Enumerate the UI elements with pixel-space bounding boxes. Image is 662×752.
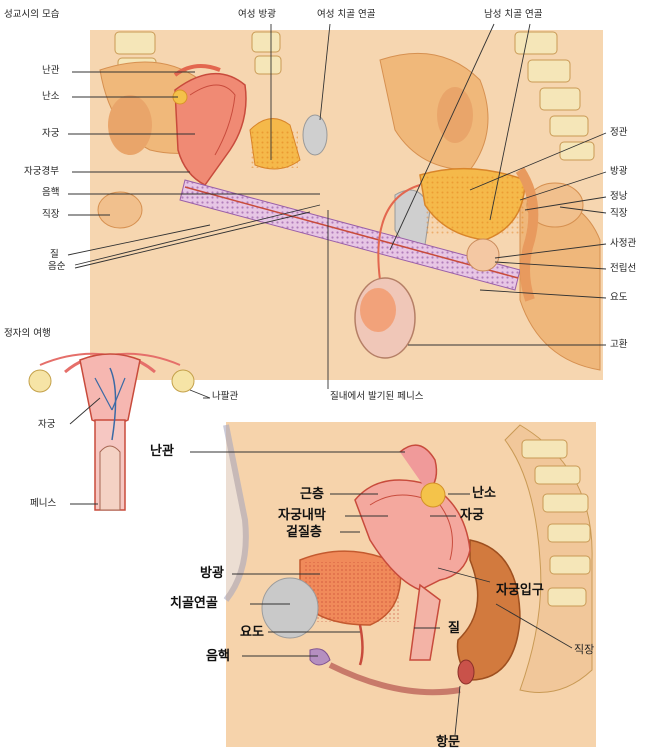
label-erect-penis: 질내에서 발기된 페니스 — [330, 391, 424, 402]
label-rectum-right: 직장 — [610, 208, 628, 219]
label-ejaculatory-duct: 사정관 — [610, 238, 637, 249]
bottom-panel — [223, 422, 596, 747]
label-myometrium: 근층 — [300, 487, 324, 502]
label-rectum-left: 직장 — [42, 209, 60, 220]
label-urethra-bottom: 요도 — [240, 625, 264, 640]
label-anus: 항문 — [436, 735, 460, 750]
top-title: 성교시의 모습 — [4, 9, 60, 20]
label-sperm-uterus: 자궁 — [38, 419, 56, 430]
label-vagina-bottom: 질 — [448, 621, 460, 636]
leader-lines — [67, 23, 607, 736]
top-panel — [90, 30, 603, 380]
sperm-title: 정자의 여행 — [4, 328, 51, 339]
label-fallopian: 나팔관 — [212, 391, 239, 402]
label-labia: 음순 — [48, 261, 66, 272]
label-ovary-top: 난소 — [42, 91, 60, 102]
label-sperm-penis: 페니스 — [30, 498, 57, 509]
label-perimetrium: 겉질층 — [286, 525, 322, 540]
label-female-pubic: 여성 치골 연골 — [317, 9, 376, 20]
label-clitoris-bottom: 음핵 — [206, 649, 230, 664]
label-clitoris-top: 음핵 — [42, 187, 60, 198]
label-female-bladder: 여성 방광 — [238, 9, 276, 20]
label-cervix-os: 자궁입구 — [496, 583, 544, 598]
label-testis: 고환 — [610, 339, 628, 350]
label-seminal-vesicle: 정낭 — [610, 191, 628, 202]
label-ovary-bottom: 난소 — [472, 486, 496, 501]
label-prostate: 전립선 — [610, 263, 637, 274]
label-bladder-top: 방광 — [610, 166, 628, 177]
label-oviduct-bottom: 난관 — [150, 444, 174, 459]
label-oviduct-top: 난관 — [42, 65, 60, 76]
label-rectum-bottom: 직장 — [574, 643, 595, 656]
label-pubic-bottom: 치골연골 — [170, 596, 218, 611]
sperm-panel — [28, 352, 195, 511]
label-vas-deferens: 정관 — [610, 127, 628, 138]
label-endometrium: 자궁내막 — [278, 508, 326, 523]
label-bladder-bottom: 방광 — [200, 566, 224, 581]
label-uterus-bottom: 자궁 — [460, 508, 484, 523]
label-urethra-top: 요도 — [610, 292, 628, 303]
label-uterus-top: 자궁 — [42, 128, 60, 139]
label-cervix-top: 자궁경부 — [24, 166, 59, 177]
label-vagina-top: 질 — [50, 249, 59, 260]
label-male-pubic: 남성 치골 연골 — [484, 9, 543, 20]
